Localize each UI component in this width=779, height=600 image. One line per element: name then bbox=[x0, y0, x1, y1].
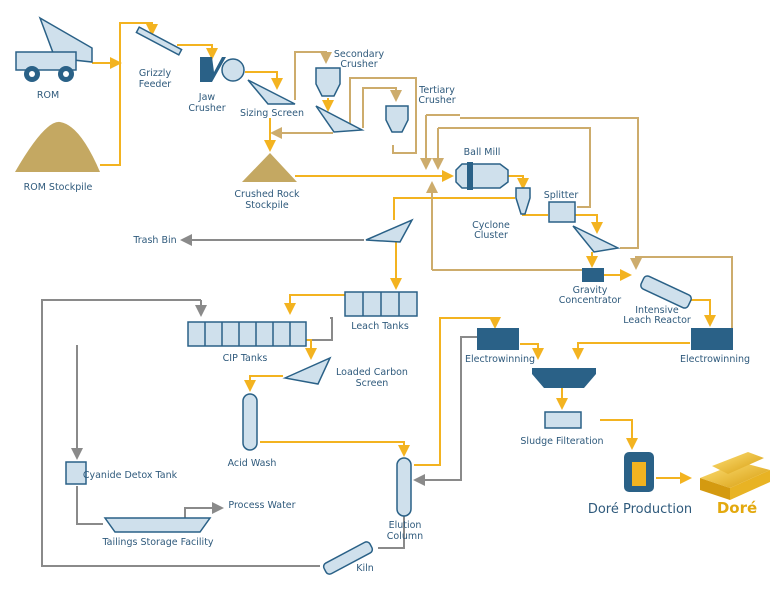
label-tertiary-crusher-2: Crusher bbox=[418, 95, 455, 106]
secondary-crusher-icon bbox=[315, 67, 341, 97]
dore-bars-icon bbox=[700, 452, 770, 500]
label-intensive-leach-1: Intensive bbox=[635, 305, 679, 316]
label-loaded-carbon-2: Screen bbox=[356, 378, 389, 389]
label-elution-column-2: Column bbox=[387, 531, 423, 542]
label-electrowinning-1: Electrowinning bbox=[465, 354, 535, 365]
secondary-screen-icon bbox=[315, 105, 365, 133]
label-cip-tanks: CIP Tanks bbox=[223, 353, 268, 364]
label-loaded-carbon-1: Loaded Carbon bbox=[336, 367, 408, 378]
label-kiln: Kiln bbox=[356, 563, 374, 574]
tailings-storage-facility-icon bbox=[103, 517, 212, 533]
label-grizzly-feeder-1: Grizzly bbox=[139, 68, 172, 79]
kiln-icon bbox=[322, 541, 374, 575]
splitter-icon bbox=[548, 201, 576, 223]
electrowinning-2-icon bbox=[691, 328, 733, 350]
label-sizing-screen: Sizing Screen bbox=[240, 108, 304, 119]
sizing-screen-icon bbox=[247, 79, 296, 105]
electrowinning-1-icon bbox=[477, 328, 519, 350]
label-gravity-concentrator-2: Concentrator bbox=[559, 295, 622, 306]
label-dore-production: Doré Production bbox=[588, 502, 692, 517]
label-intensive-leach-2: Leach Reactor bbox=[623, 315, 691, 326]
label-cyclone-cluster-1: Cyclone bbox=[472, 220, 510, 231]
gravity-concentrator-icon bbox=[582, 268, 604, 282]
loaded-carbon-screen-icon bbox=[282, 356, 332, 385]
label-leach-tanks: Leach Tanks bbox=[351, 321, 409, 332]
label-rom: ROM bbox=[37, 90, 59, 101]
sludge-filter-icon bbox=[544, 411, 582, 429]
label-tailings-storage: Tailings Storage Facility bbox=[101, 537, 213, 548]
sludge-hopper-icon bbox=[532, 368, 596, 388]
label-crushed-rock-2: Stockpile bbox=[245, 200, 289, 211]
label-tertiary-crusher-1: Tertiary bbox=[418, 85, 455, 96]
splitter-screen-icon bbox=[572, 225, 621, 253]
intensive-leach-reactor-icon bbox=[640, 275, 692, 309]
label-ball-mill: Ball Mill bbox=[464, 147, 501, 158]
leach-tanks-icon bbox=[344, 291, 418, 317]
jaw-crusher-icon bbox=[200, 57, 245, 82]
ball-mill-icon bbox=[455, 162, 509, 190]
label-process-water: Process Water bbox=[228, 500, 295, 511]
label-electrowinning-2: Electrowinning bbox=[680, 354, 750, 365]
rom-stockpile-icon bbox=[15, 121, 100, 172]
label-grizzly-feeder-2: Feeder bbox=[139, 79, 172, 90]
label-rom-stockpile: ROM Stockpile bbox=[24, 182, 93, 193]
label-trash-bin: Trash Bin bbox=[132, 235, 176, 246]
label-dore: Doré bbox=[717, 499, 757, 517]
cip-tanks-icon bbox=[187, 321, 307, 347]
label-acid-wash: Acid Wash bbox=[228, 458, 277, 469]
label-jaw-crusher-2: Crusher bbox=[188, 103, 225, 114]
label-secondary-crusher-2: Crusher bbox=[340, 59, 377, 70]
rom-truck-icon bbox=[15, 16, 93, 82]
label-sludge-filteration: Sludge Filteration bbox=[520, 436, 603, 447]
label-gravity-concentrator-1: Gravity bbox=[573, 285, 608, 296]
tertiary-crusher-icon bbox=[385, 105, 409, 133]
elution-column-icon bbox=[396, 457, 412, 517]
label-elution-column-1: Elution bbox=[389, 520, 422, 531]
trash-screen-icon bbox=[365, 218, 414, 243]
label-cyclone-cluster-2: Cluster bbox=[474, 230, 508, 241]
crushed-rock-stockpile-icon bbox=[242, 153, 297, 182]
flow-lines bbox=[41, 22, 733, 567]
grizzly-feeder-icon bbox=[135, 26, 183, 56]
acid-wash-icon bbox=[242, 393, 258, 451]
cyanide-detox-tank-icon bbox=[65, 461, 87, 485]
labels: ROM ROM Stockpile Grizzly Feeder Jaw Cru… bbox=[24, 49, 758, 574]
dore-production-icon bbox=[624, 452, 654, 492]
label-secondary-crusher-1: Secondary bbox=[334, 49, 385, 60]
label-jaw-crusher-1: Jaw bbox=[198, 92, 216, 103]
label-crushed-rock-1: Crushed Rock bbox=[234, 189, 300, 200]
label-splitter: Splitter bbox=[544, 190, 579, 201]
cyclone-cluster-icon bbox=[515, 187, 531, 215]
label-cyanide-detox: Cyanide Detox Tank bbox=[83, 470, 178, 481]
